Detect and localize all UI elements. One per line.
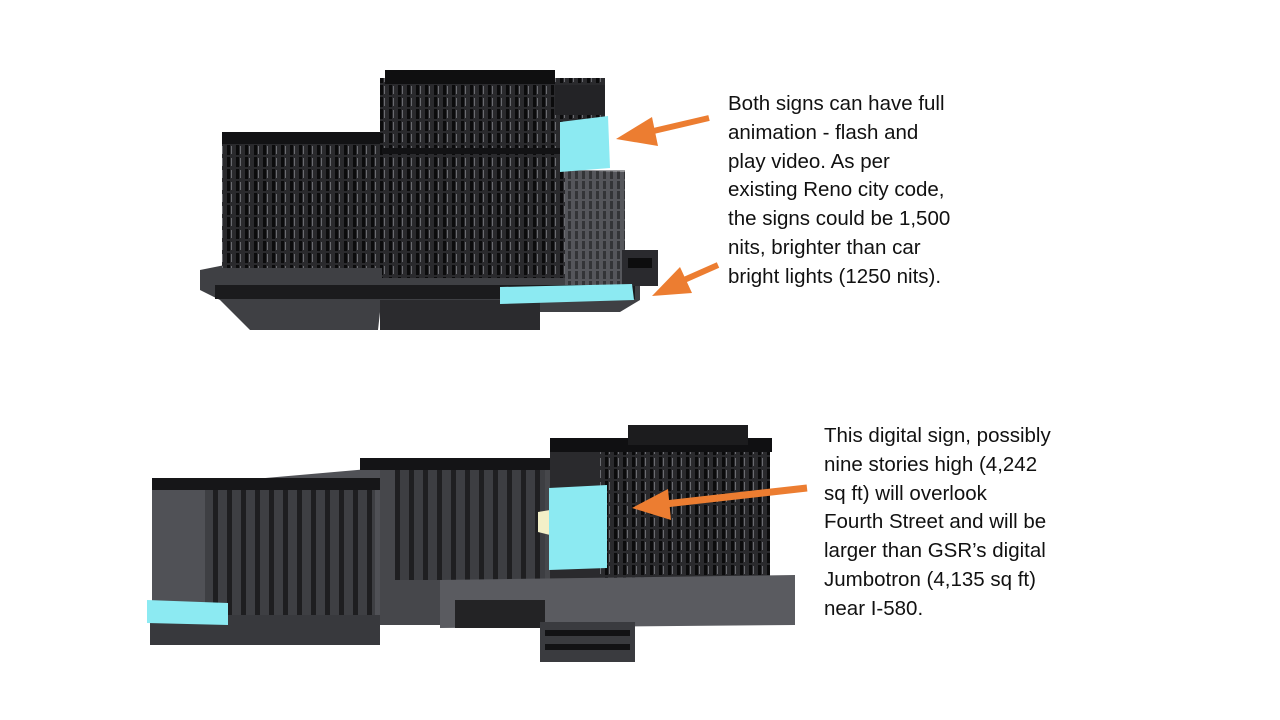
caption-top: Both signs can have full animation - fla… <box>728 92 951 288</box>
bottom-sign-left <box>147 600 228 625</box>
top-left-wing <box>222 140 382 268</box>
caption-bottom: This digital sign, possibly nine stories… <box>824 424 1051 620</box>
bottom-building <box>147 425 795 662</box>
top-building <box>200 70 658 330</box>
arrow-icon <box>616 115 710 146</box>
bottom-parking <box>540 622 635 662</box>
arrow-icon <box>652 262 720 296</box>
bottom-sign-tower <box>549 485 607 570</box>
top-sign-lower <box>500 284 634 304</box>
top-sign-upper <box>560 116 610 172</box>
top-center-block <box>382 150 572 278</box>
arrow-icon <box>632 484 808 520</box>
